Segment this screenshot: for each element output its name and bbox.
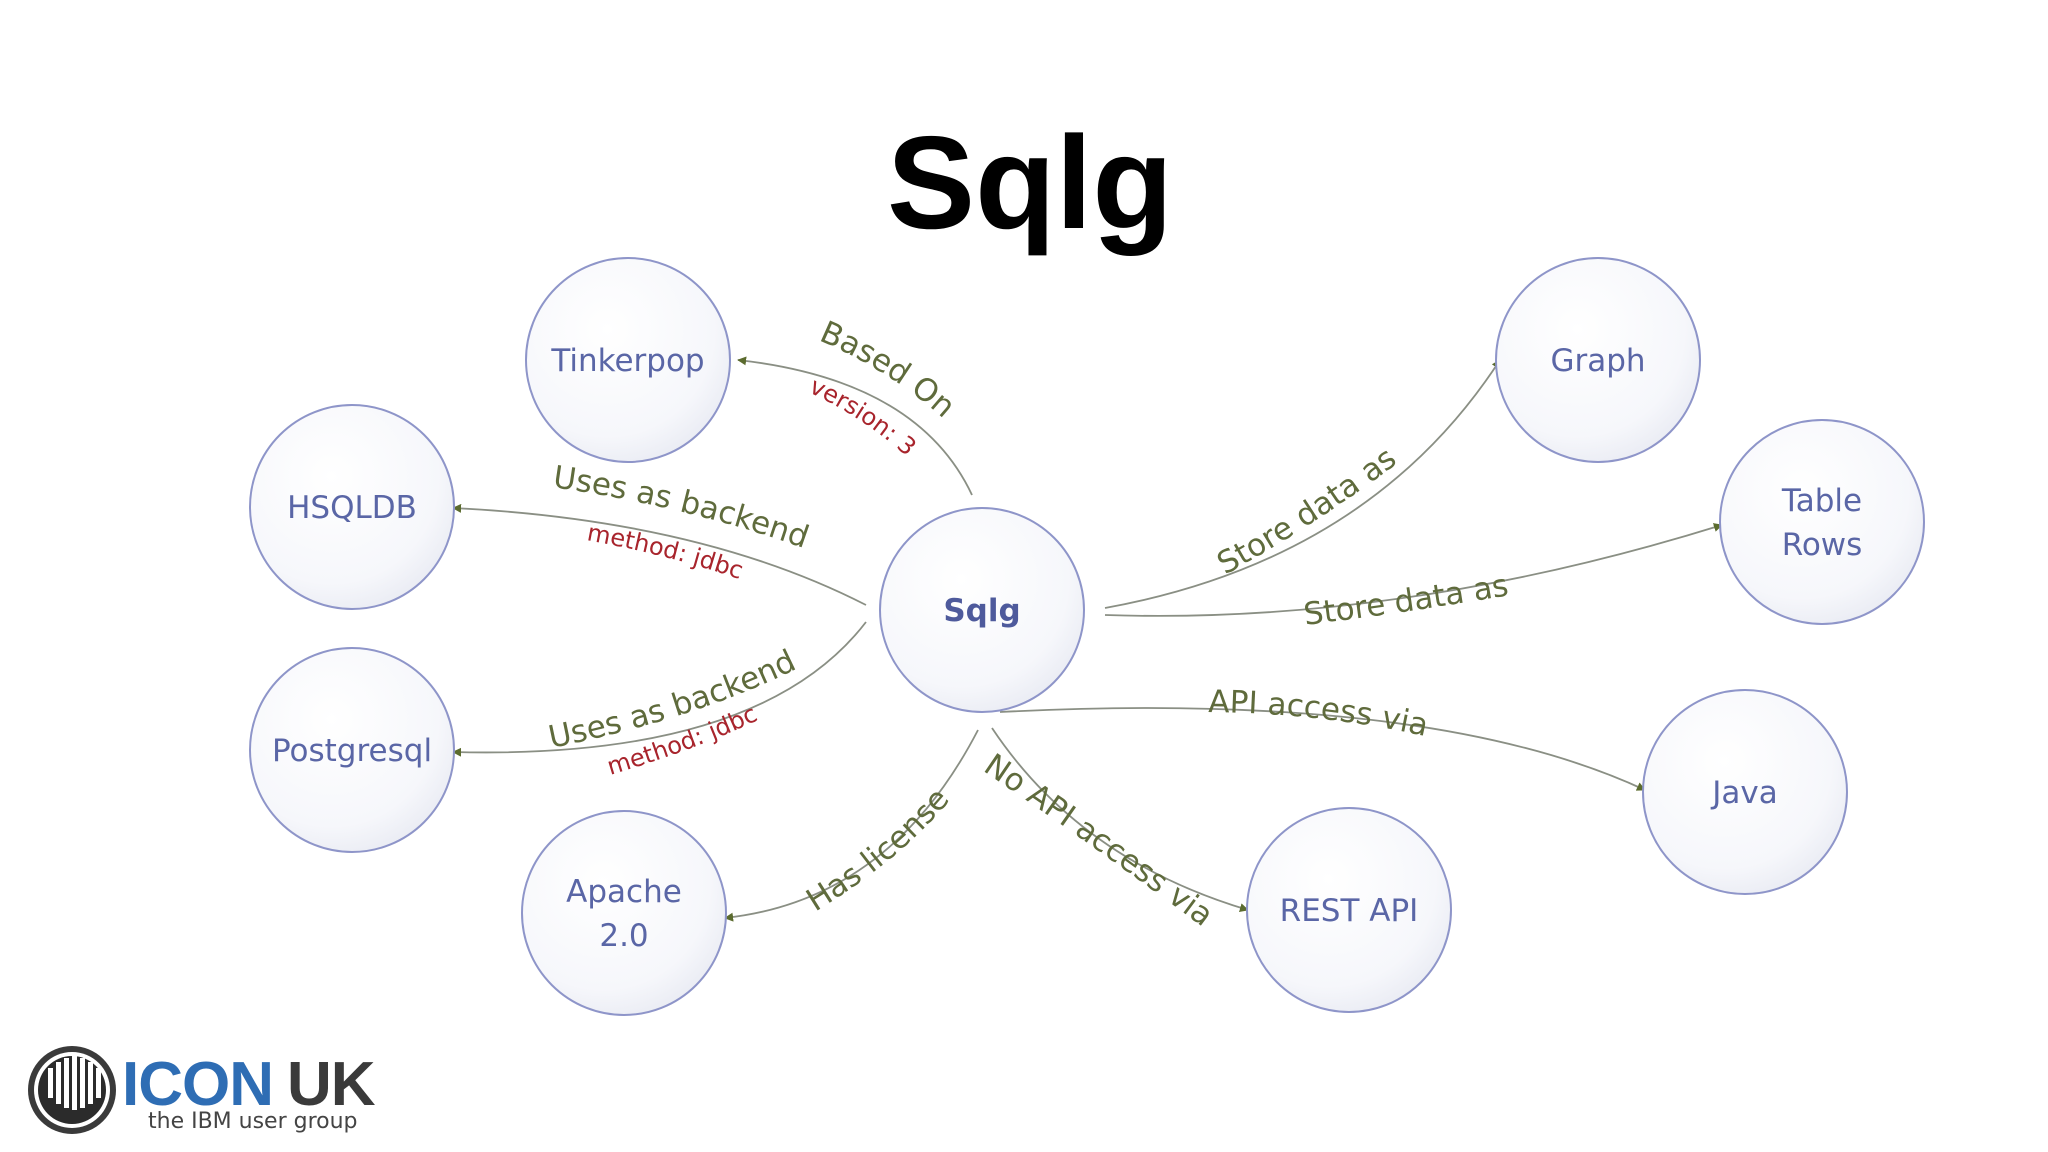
edge-sqlg-tinkerpop <box>737 356 973 496</box>
edge-sqlg-restapi <box>991 727 1249 912</box>
node-label-apache: Apache <box>566 874 682 910</box>
node-label-sqlg: Sqlg <box>943 593 1020 629</box>
edge-sqlg-graph <box>1104 359 1501 609</box>
node-label-tablerows: Table <box>1781 483 1862 519</box>
node-label-graph: Graph <box>1550 343 1645 379</box>
node-label-tinkerpop: Tinkerpop <box>550 343 704 379</box>
node-java: Java <box>1642 689 1848 895</box>
edge-sqlg-java <box>999 707 1646 791</box>
node-circle-tablerows <box>1719 419 1925 625</box>
node-hsqldb: HSQLDB <box>249 404 455 610</box>
node-circle-java <box>1642 689 1848 895</box>
node-circle-graph <box>1495 257 1701 463</box>
edge-sqlg-tablerows <box>1104 523 1723 617</box>
logo-tagline: the IBM user group <box>148 1109 358 1134</box>
node-label-java: Java <box>1710 775 1777 811</box>
node-apache: Apache 2.0 <box>521 810 727 1016</box>
node-postgresql: Postgresql <box>249 647 455 853</box>
edge-label-restapi: No API access via <box>978 747 1220 934</box>
edge-label-apache: Has license <box>800 781 956 919</box>
page-title: Sqlg <box>887 109 1173 256</box>
node-label-hsqldb: HSQLDB <box>287 490 417 526</box>
node-restapi: REST API <box>1246 807 1452 1013</box>
node-label-postgresql: Postgresql <box>272 733 432 769</box>
node-label-restapi: REST API <box>1280 893 1419 929</box>
node-tinkerpop: Tinkerpop <box>525 257 731 463</box>
node-graph: Graph <box>1495 257 1701 463</box>
edge-label-tablerows: Store data as <box>1302 567 1511 632</box>
node-circle-restapi <box>1246 807 1452 1013</box>
node-circle-hsqldb <box>249 404 455 610</box>
edge-label-graph: Store data as <box>1211 440 1403 582</box>
node-circle-sqlg <box>879 507 1085 713</box>
edges <box>452 356 1723 922</box>
node-circle-postgresql <box>249 647 455 853</box>
node-label-apache: 2.0 <box>599 918 648 954</box>
edge-sqlg-hsqldb <box>452 503 867 606</box>
node-circle-tinkerpop <box>525 257 731 463</box>
node-sqlg: Sqlg <box>879 507 1085 713</box>
node-label-tablerows: Rows <box>1782 527 1863 563</box>
edge-sqlg-apache <box>724 729 979 922</box>
edge-sqlg-postgresql <box>452 621 867 757</box>
node-circle-apache <box>521 810 727 1016</box>
edge-label-java: API access via <box>1208 684 1432 744</box>
